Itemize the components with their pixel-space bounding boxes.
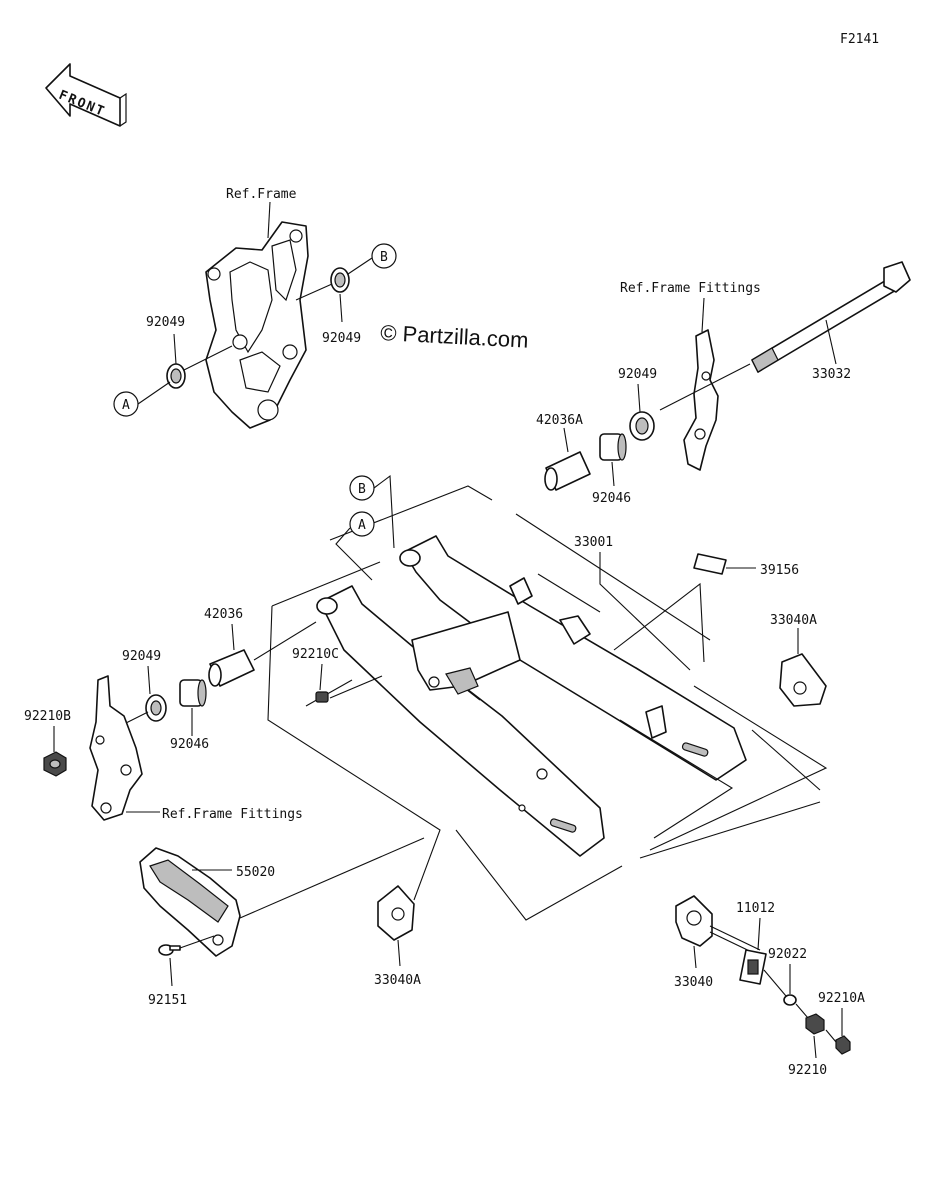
pivot-shaft-33032 [751, 261, 911, 373]
label-33040A-a: 33040A [770, 613, 817, 628]
label-92022: 92022 [768, 947, 807, 962]
ref-frame-fittings-top: Ref.Frame Fittings [620, 281, 761, 296]
callout-a-mid [349, 511, 375, 537]
chain-guard-55020 [139, 847, 241, 957]
label-plate-39156 [693, 553, 727, 575]
nut-92210 [805, 1013, 825, 1035]
label-92049-d: 92049 [122, 649, 161, 664]
swing-arm-33001 [316, 535, 747, 857]
assembly-guide-lines [267, 485, 828, 921]
label-42036: 42036 [204, 607, 243, 622]
needle-bearing-92046-a [599, 433, 627, 461]
label-39156: 39156 [760, 563, 799, 578]
callout-b-top-text: B [380, 250, 388, 265]
label-33040: 33040 [674, 975, 713, 990]
label-92049-a: 92049 [146, 315, 185, 330]
collar-42036 [208, 649, 255, 687]
right-fitting-plate [683, 329, 719, 471]
bolt-92210C [315, 691, 329, 703]
callout-b-mid-text: B [358, 482, 366, 497]
washer-92022 [783, 994, 797, 1006]
label-92210: 92210 [788, 1063, 827, 1078]
ref-frame-label: Ref.Frame [226, 187, 297, 202]
callout-a-top-text: A [122, 398, 130, 413]
nut-92210B [43, 751, 67, 777]
label-33001: 33001 [574, 535, 613, 550]
ref-frame-leader [267, 201, 271, 239]
label-33040A-b: 33040A [374, 973, 421, 988]
left-fitting-plate [89, 675, 143, 821]
label-92210A: 92210A [818, 991, 865, 1006]
needle-bearing-92046-b [179, 679, 207, 707]
label-33032: 33032 [812, 367, 851, 382]
callout-b-top [371, 243, 397, 269]
label-92049-c: 92049 [618, 367, 657, 382]
label-92151: 92151 [148, 993, 187, 1008]
label-92046-a: 92046 [592, 491, 631, 506]
label-55020: 55020 [236, 865, 275, 880]
label-42036A: 42036A [536, 413, 583, 428]
label-92210B: 92210B [24, 709, 71, 724]
adjuster-block-11012 [739, 949, 767, 985]
nut-92210A [835, 1035, 851, 1055]
label-92049-b: 92049 [322, 331, 361, 346]
label-92210C: 92210C [292, 647, 339, 662]
callout-a-top [113, 391, 139, 417]
watermark-text: © Partzilla.com [380, 320, 529, 353]
chain-adjuster-33040A-right [779, 653, 827, 707]
ref-frame-fittings-left: Ref.Frame Fittings [162, 807, 303, 822]
frame-plate [205, 221, 309, 429]
label-92046-b: 92046 [170, 737, 209, 752]
chain-adjuster-33040A-bottom [377, 885, 415, 941]
screw-92151 [158, 944, 181, 956]
label-11012: 11012 [736, 901, 775, 916]
figure-code: F2141 [840, 32, 879, 47]
chain-adjuster-33040 [675, 895, 761, 957]
collar-42036A [544, 451, 591, 491]
front-arrow-icon: FRONT [45, 63, 127, 127]
callout-a-mid-text: A [358, 518, 366, 533]
